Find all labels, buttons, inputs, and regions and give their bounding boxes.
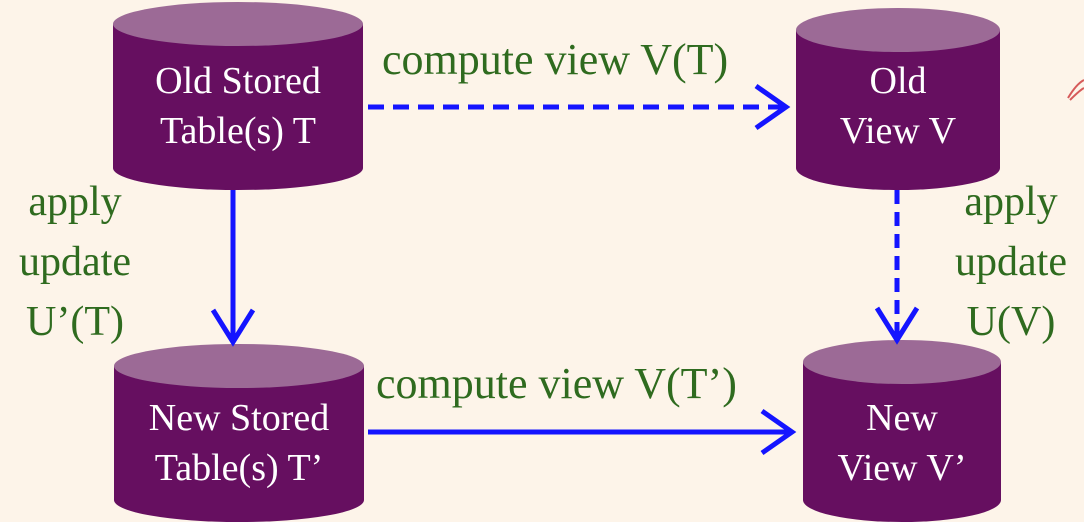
old-view-cylinder <box>796 8 1000 190</box>
old-table-cylinder <box>113 2 363 190</box>
compute-old-arrow <box>368 83 791 131</box>
old-table-label: Old Stored Table(s) T <box>113 56 363 156</box>
compute-old-label: compute view V(T) <box>382 35 729 84</box>
old-view-line1: Old <box>869 60 927 102</box>
new-table-line1: New Stored <box>148 397 330 439</box>
update-table-label: apply update U’(T) <box>0 172 150 352</box>
old-view-label: Old View V <box>796 56 1000 156</box>
new-view-line2: View V’ <box>837 447 967 489</box>
update-table-arrow <box>210 190 256 347</box>
new-view-cylinder <box>803 340 1001 522</box>
new-table-cylinder <box>114 344 364 522</box>
old-table-line1: Old Stored <box>155 60 321 102</box>
old-view-line2: View V <box>839 110 957 152</box>
update-view-arrow <box>874 190 920 345</box>
new-table-label: New Stored Table(s) T’ <box>114 393 364 493</box>
update-view-line1: apply <box>964 179 1058 225</box>
update-view-line3: U(V) <box>966 299 1056 345</box>
compute-new-arrow <box>368 408 797 456</box>
compute-new-label: compute view V(T’) <box>376 359 737 408</box>
new-view-label: New View V’ <box>803 393 1001 493</box>
update-table-line2: update <box>19 239 131 285</box>
new-table-line2: Table(s) T’ <box>154 447 324 489</box>
update-table-line3: U’(T) <box>26 299 124 345</box>
new-view-line1: New <box>866 397 938 439</box>
update-table-line1: apply <box>28 179 122 225</box>
update-view-line2: update <box>955 239 1067 285</box>
update-view-label: apply update U(V) <box>938 172 1084 352</box>
old-table-line2: Table(s) T <box>160 110 316 152</box>
pen-mark <box>1067 79 1084 101</box>
